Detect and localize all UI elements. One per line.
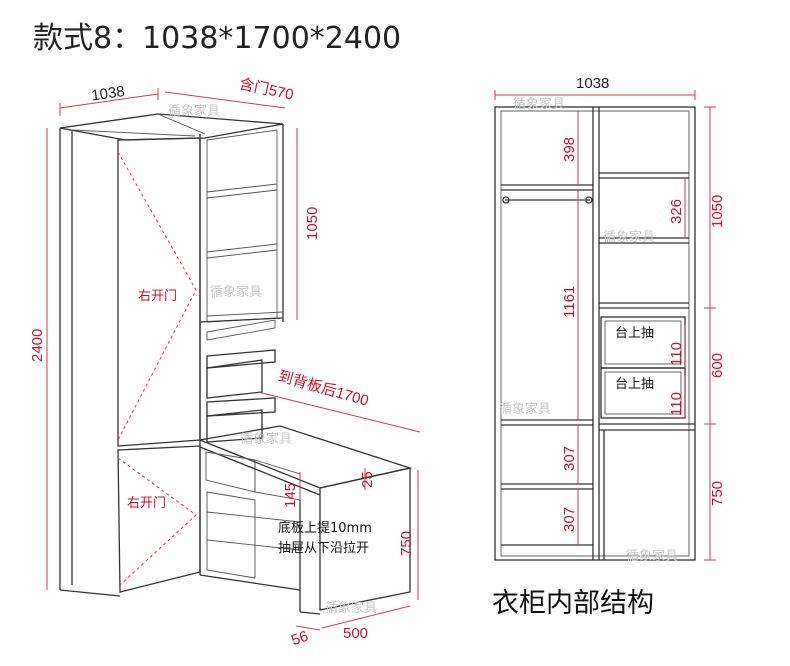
- drawer-1-label: 台上抽: [615, 326, 654, 341]
- lower-shelf-2: [206, 539, 301, 551]
- upper-tower-base: [199, 317, 284, 323]
- rv-307b-text: 307: [561, 507, 578, 532]
- dim-back-line: [257, 391, 421, 433]
- rv-width-text: 1038: [576, 75, 609, 92]
- shelf-1b: [206, 189, 278, 199]
- desk-top: [197, 425, 413, 489]
- dim-56-line: [295, 625, 321, 631]
- drawer-2-inner: [604, 371, 682, 415]
- drawer-1-front: [206, 349, 276, 369]
- wardrobe-front-view: 台上抽 台上抽 1038 398 1161 307 307 326 110 11…: [494, 75, 726, 561]
- dim-back-text: 到背板后1700: [276, 367, 371, 410]
- upper-door-swing: [117, 151, 197, 441]
- lower-shelf-area: [206, 491, 256, 579]
- left-bottom-edge: [59, 589, 121, 597]
- rod-end-right: [585, 196, 593, 204]
- top-divider: [157, 113, 206, 135]
- upper-door-label: 右开门: [138, 289, 177, 304]
- rod-end-left: [502, 196, 510, 204]
- watermark-3: 循象家具: [499, 401, 551, 417]
- drawer-2-label: 台上抽: [615, 377, 654, 392]
- shelf-1: [206, 183, 278, 193]
- wardrobe-3d-view: 右开门 右开门 1038 含: [29, 76, 421, 650]
- lower-shelf-1: [206, 511, 301, 523]
- dim-500-text: 500: [343, 625, 368, 642]
- watermark-6: 循象家具: [240, 431, 292, 447]
- rv-750-text: 750: [709, 481, 726, 506]
- dim-height-text: 2400: [29, 329, 46, 362]
- shelf-3: [206, 311, 284, 317]
- drawer-top-edge: [206, 319, 276, 341]
- lower-door-panel: [117, 445, 201, 593]
- shelf-2b: [206, 249, 278, 259]
- dim-25-text: 25: [359, 471, 376, 488]
- drawer-1-body: [206, 359, 263, 399]
- lower-door-label: 右开门: [127, 496, 166, 511]
- note-line-2: 抽屉从下沿拉开: [278, 541, 369, 556]
- dim-500-line: [321, 605, 411, 629]
- watermark-2: 循象家具: [603, 229, 655, 245]
- page-title: 款式8：1038*1700*2400: [33, 21, 401, 56]
- dim-width-text: 1038: [90, 83, 125, 104]
- desk-drawer-left: [205, 451, 256, 493]
- watermark-1: 循象家具: [513, 96, 565, 112]
- drawer-2-front: [206, 397, 276, 417]
- dim-145-text: 145: [282, 483, 299, 508]
- rv-326-text: 326: [668, 199, 685, 224]
- rv-600-text: 600: [709, 353, 726, 378]
- dim-56-text: 56: [289, 628, 310, 650]
- desk-leg-bottom: [299, 611, 321, 615]
- rv-307a-text: 307: [561, 446, 578, 471]
- dim-width-line: [59, 93, 159, 109]
- dim-upper-text: 1050: [304, 207, 321, 240]
- watermark-7: 循象家具: [325, 600, 377, 616]
- rv-398-text: 398: [561, 137, 578, 162]
- lower-door-swing: [117, 457, 197, 586]
- note-line-1: 底板上提10mm: [278, 520, 372, 536]
- lower-base: [199, 574, 301, 591]
- rv-1050-text: 1050: [709, 195, 726, 228]
- cabinet-top: [59, 113, 284, 141]
- inner-frame: [500, 110, 690, 557]
- watermark-8: 循象家具: [168, 103, 220, 119]
- dim-depth-line: [164, 91, 286, 109]
- section-caption: 衣柜内部结构: [492, 588, 654, 619]
- outer-frame: [494, 106, 696, 561]
- rv-110b-text: 110: [668, 392, 685, 416]
- watermark-4: 循象家具: [626, 548, 678, 564]
- rv-1161-text: 1161: [561, 286, 578, 318]
- top-edge: [71, 129, 196, 137]
- watermark-5: 循象家具: [210, 284, 262, 300]
- desk-leg-panel: [319, 467, 411, 611]
- dim-depth-text: 含门570: [238, 76, 295, 104]
- shelf-2: [206, 243, 278, 253]
- dim-desk-h-text: 750: [398, 531, 415, 556]
- drawer-1-inner: [604, 320, 682, 365]
- rv-110a-text: 110: [668, 342, 685, 366]
- drawer-2-body: [206, 409, 263, 443]
